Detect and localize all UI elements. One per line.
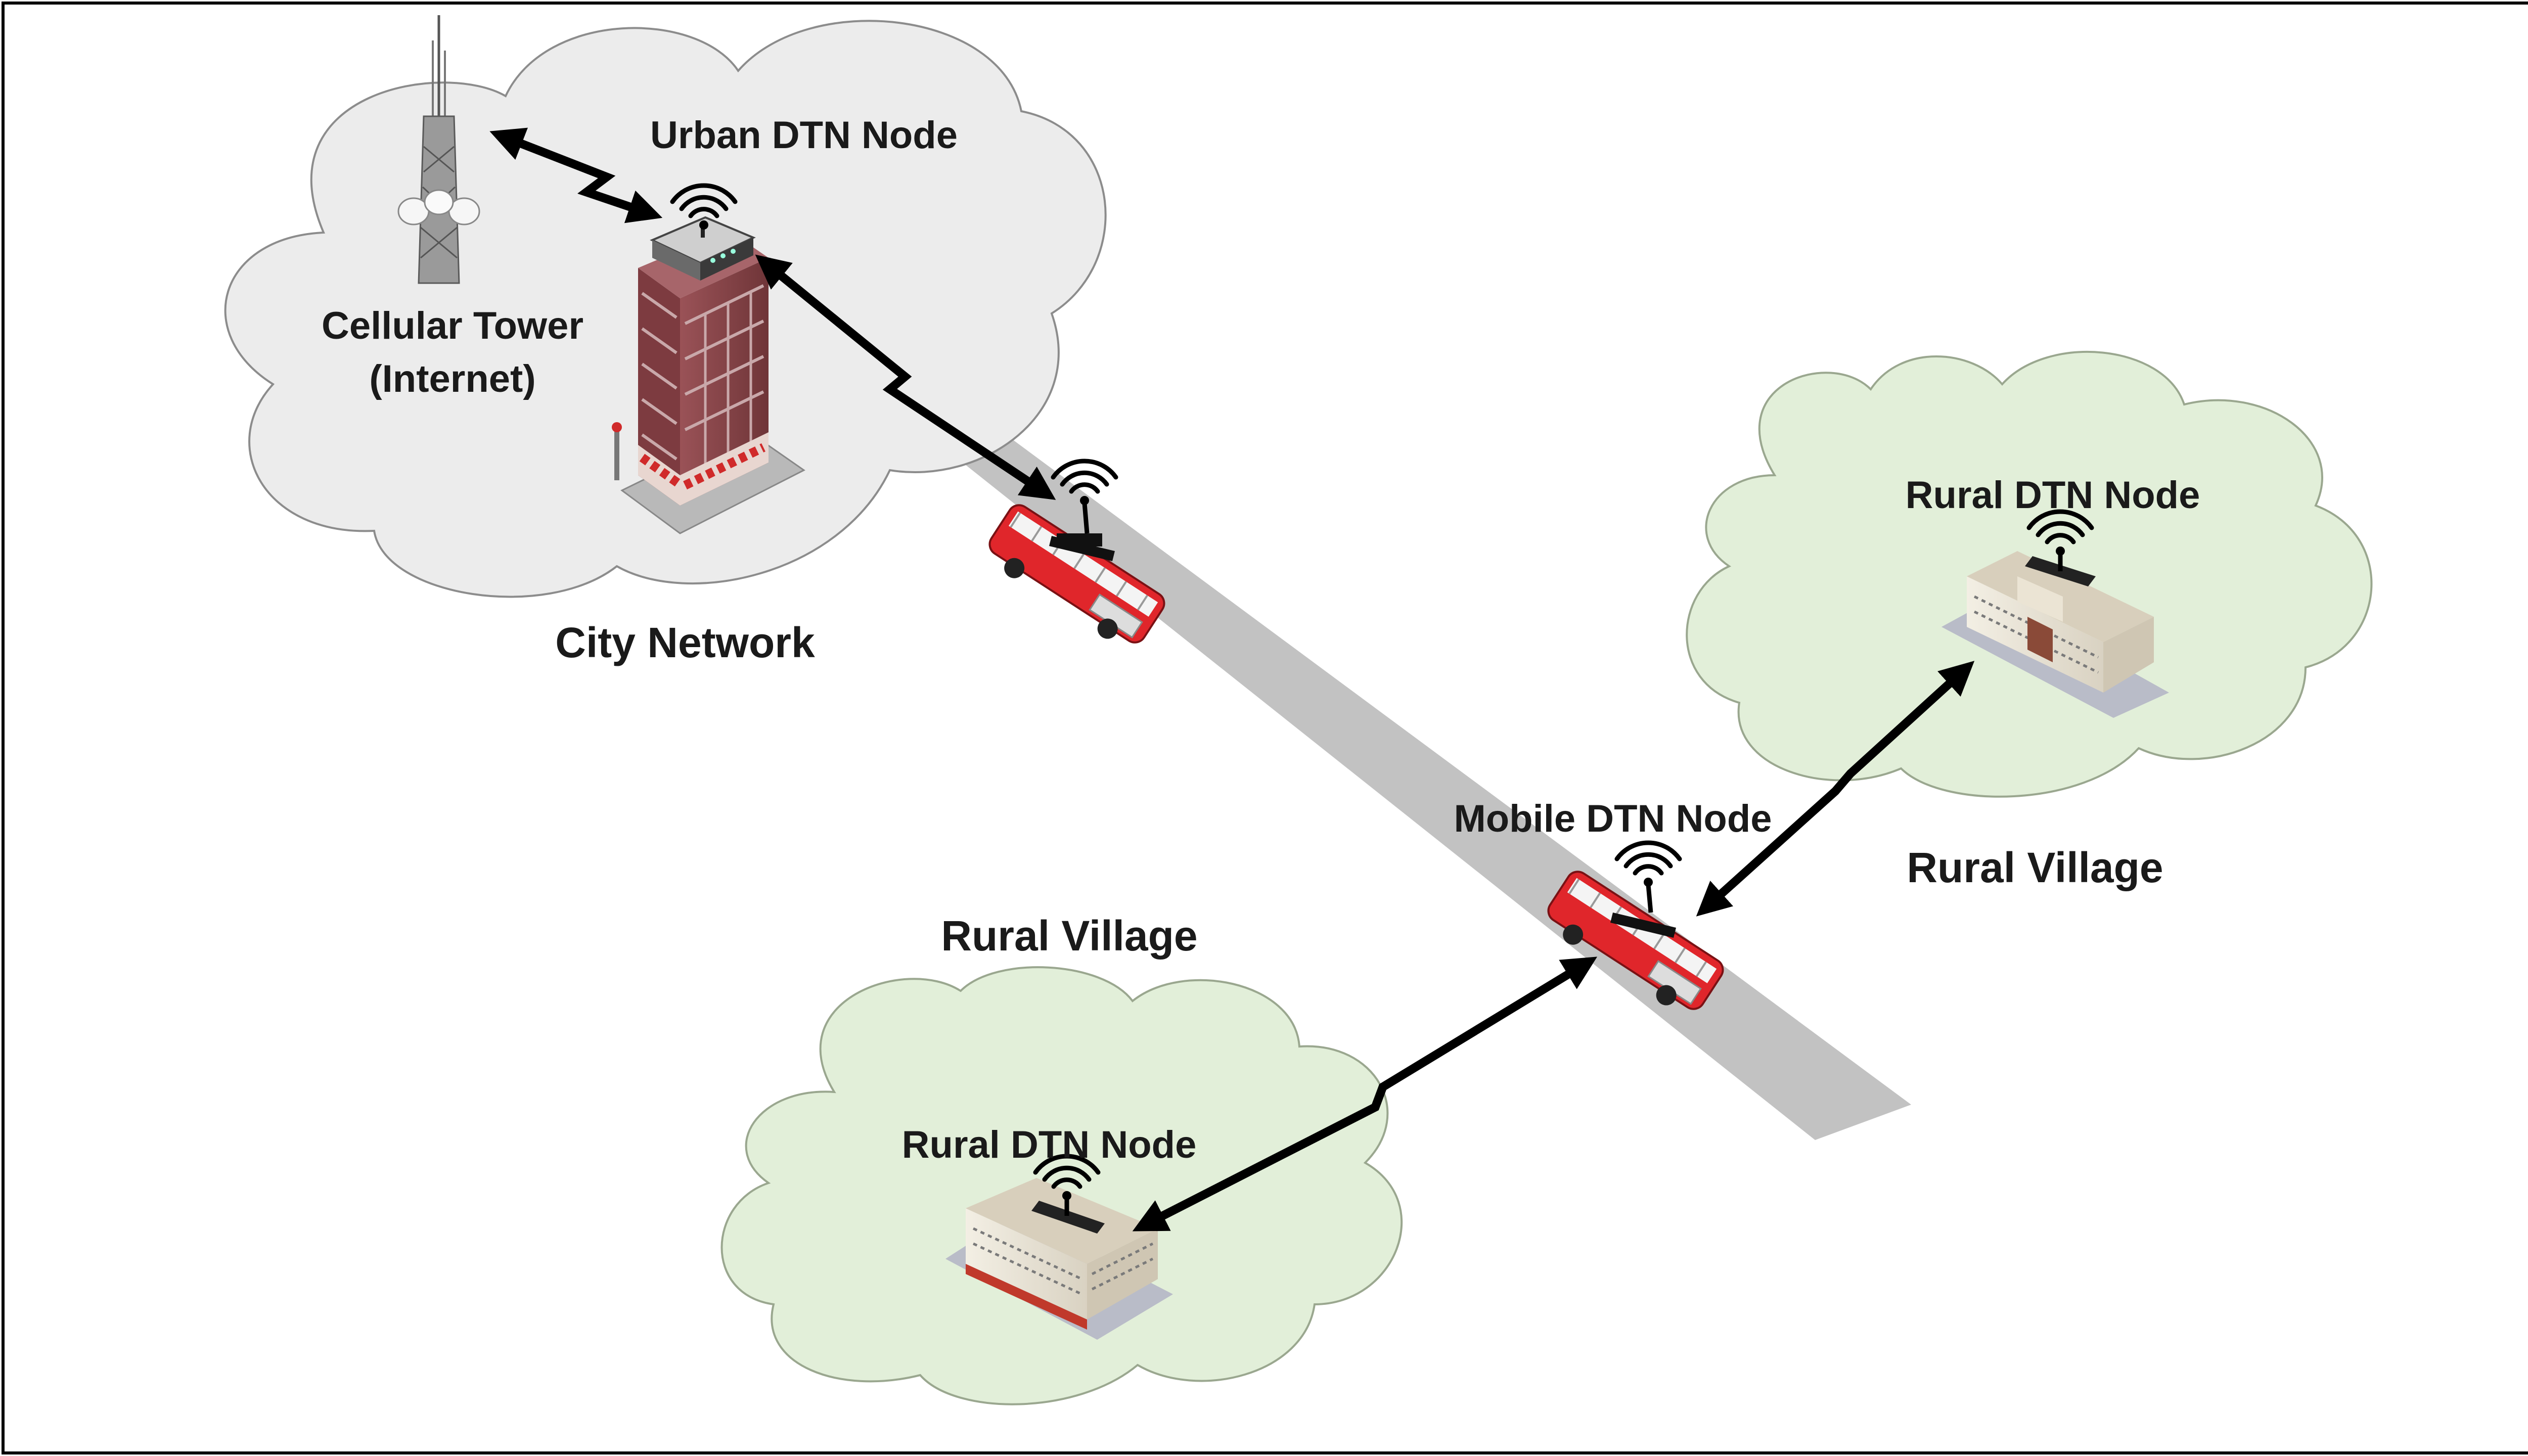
router-icon-3 bbox=[1031, 1198, 1105, 1234]
rural-village-right-label: Rural Village bbox=[1907, 844, 2163, 891]
router-icon bbox=[650, 216, 756, 281]
mobile-rural-left-link bbox=[1132, 957, 1598, 1232]
mobile-rural-right-link bbox=[1696, 661, 1975, 917]
rural-village-left-label: Rural Village bbox=[941, 912, 1197, 960]
rural-building-icon bbox=[1942, 551, 2169, 718]
bus-icon bbox=[988, 504, 1165, 644]
cellular-tower-icon bbox=[397, 15, 480, 284]
cellular-tower-sublabel: (Internet) bbox=[369, 357, 535, 400]
router-icon-2 bbox=[2025, 554, 2096, 586]
mobile-node-label: Mobile DTN Node bbox=[1454, 797, 1772, 840]
tower-urban-link bbox=[489, 127, 663, 223]
urban-bus-link bbox=[755, 254, 1056, 500]
rural-node-right-label: Rural DTN Node bbox=[1906, 474, 2200, 517]
rural-node-left-label: Rural DTN Node bbox=[902, 1123, 1197, 1166]
urban-node-label: Urban DTN Node bbox=[650, 114, 958, 157]
cellular-tower-label: Cellular Tower bbox=[322, 304, 583, 347]
city-network-label: City Network bbox=[555, 619, 815, 666]
bus-icon-mobile bbox=[1547, 871, 1724, 1010]
